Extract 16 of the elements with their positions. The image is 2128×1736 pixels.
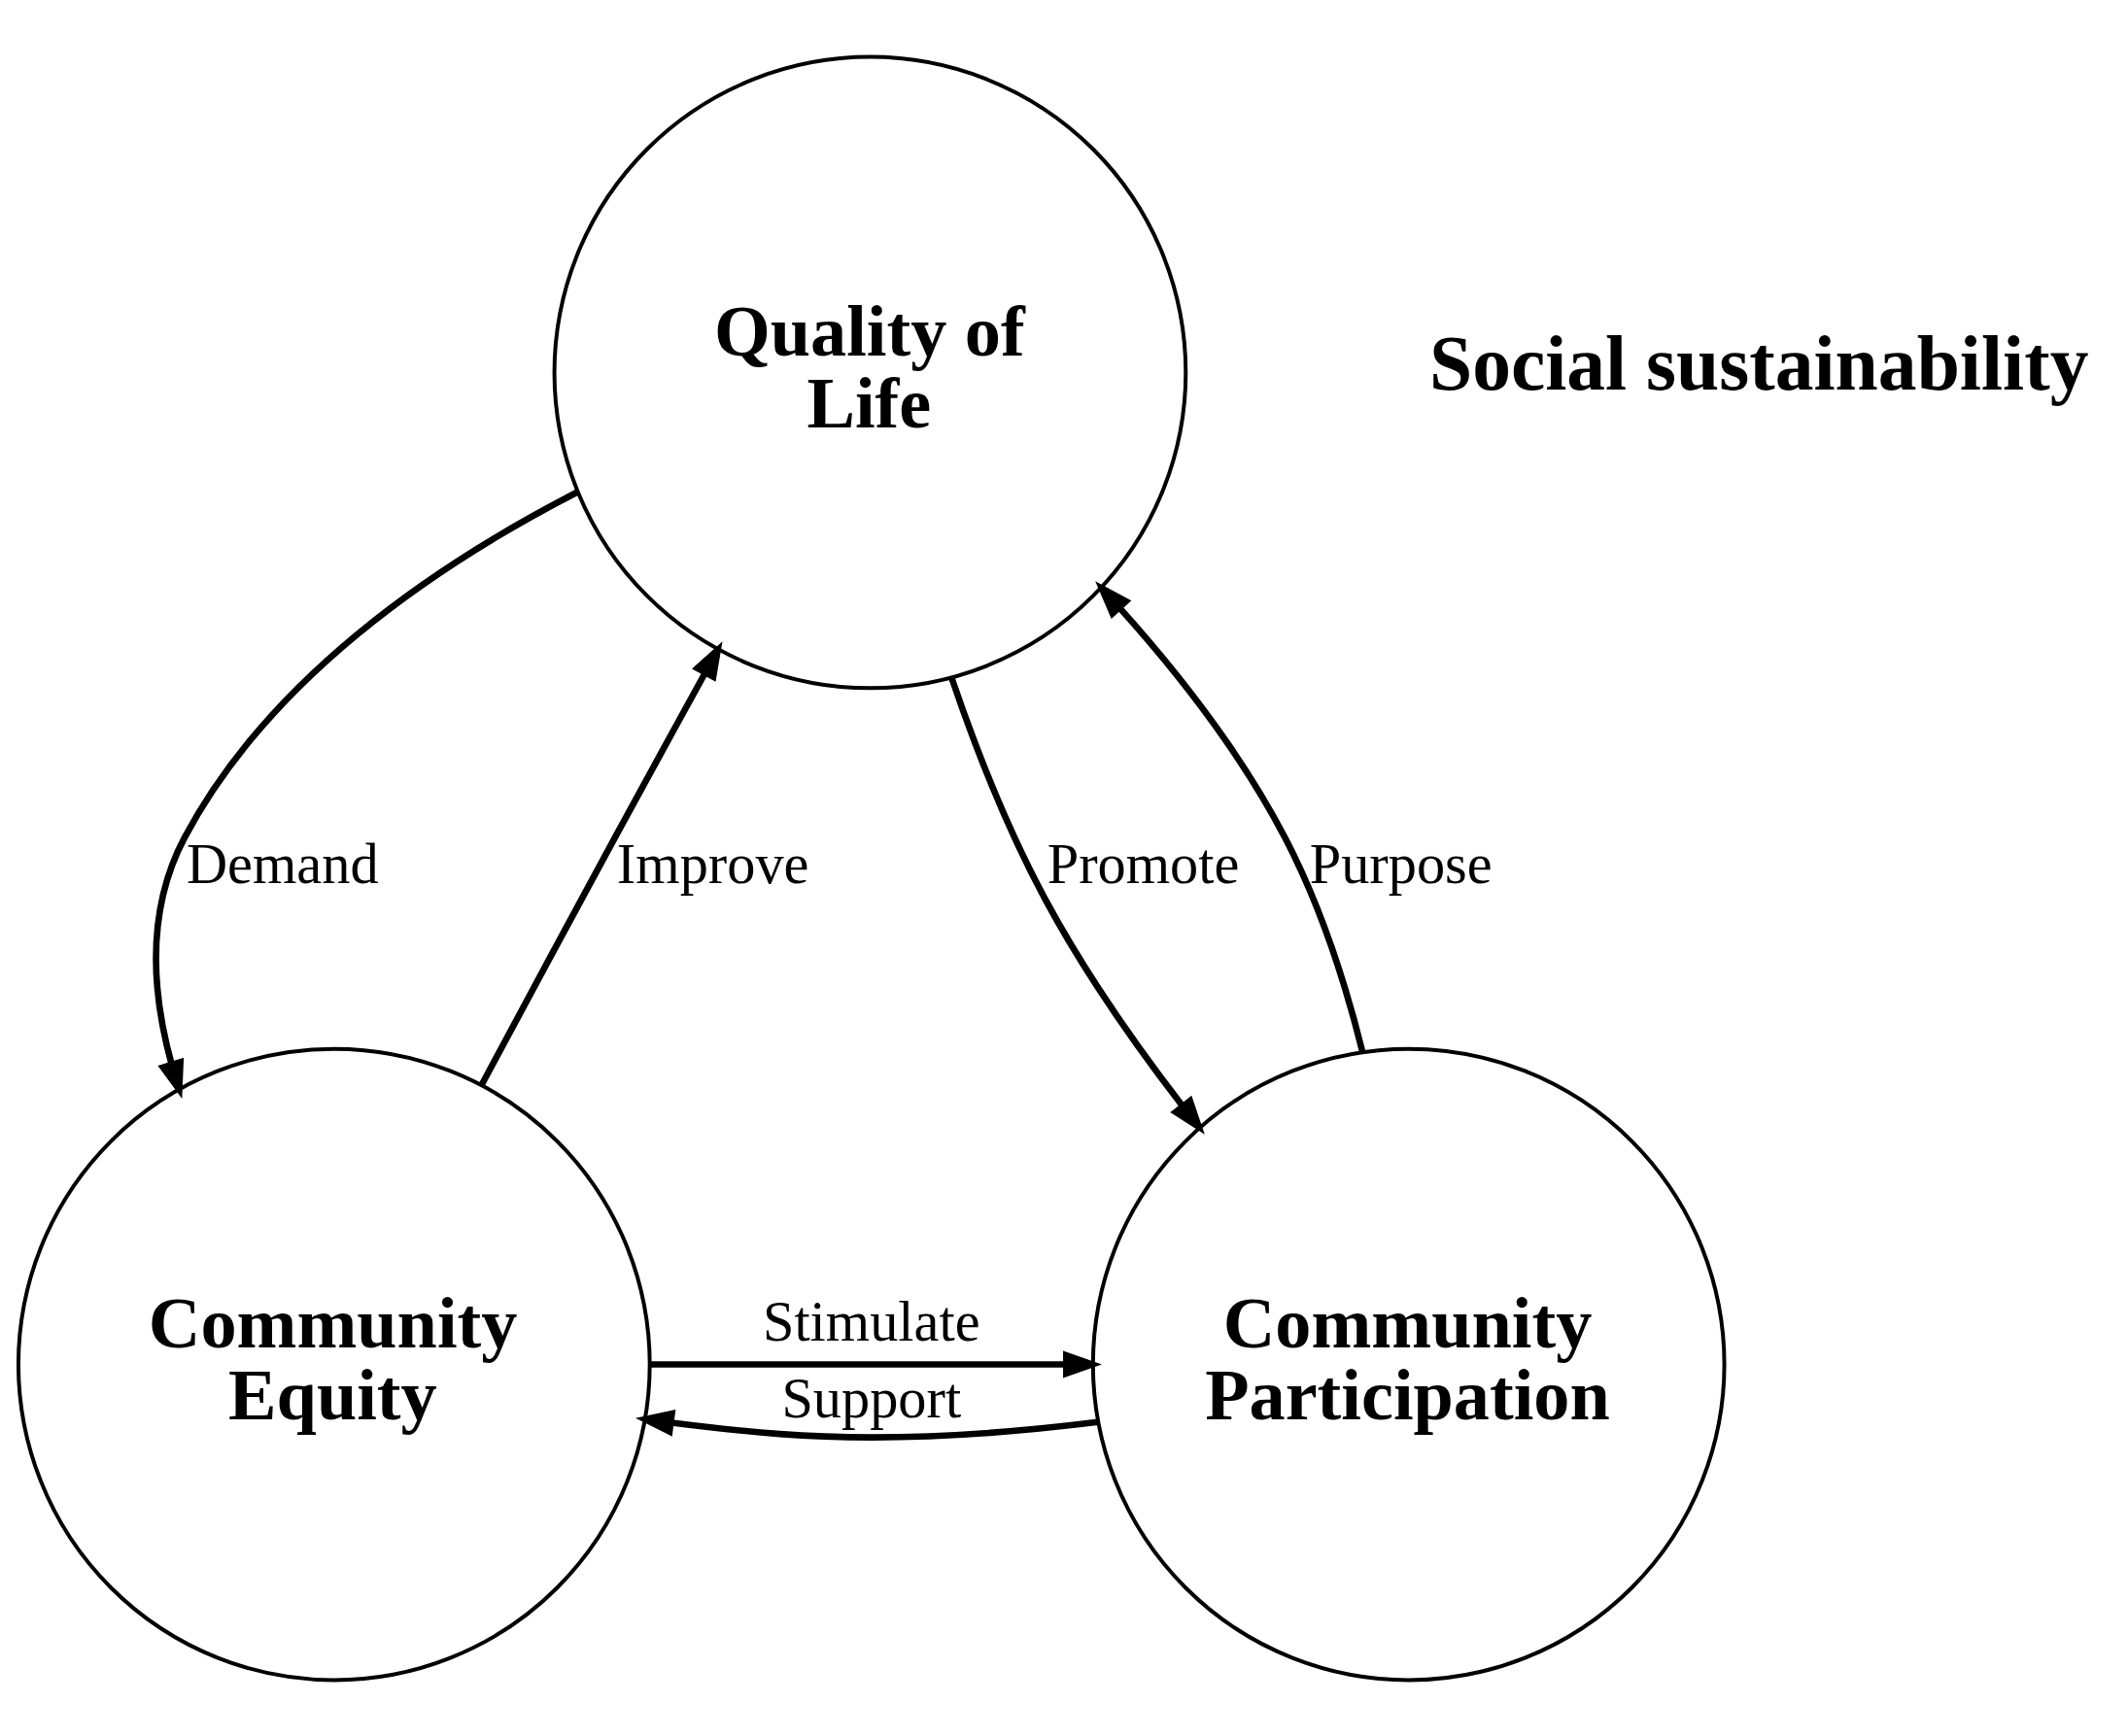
arrow — [1095, 580, 1366, 1053]
arrow — [153, 489, 579, 1099]
edge-label: Improve — [616, 832, 809, 896]
arrow — [649, 1350, 1102, 1378]
edge-label: Support — [781, 1366, 962, 1430]
node-circle: Community Equity — [16, 1046, 652, 1682]
edge-label: Promote — [1047, 832, 1240, 896]
edge-label: Stimulate — [762, 1289, 980, 1353]
label: Social sustainability — [1428, 320, 2089, 406]
arrow — [635, 1409, 1099, 1441]
node-circle: Community Participation — [1090, 1046, 1727, 1682]
edge-label: Demand — [186, 832, 379, 896]
edge-label: Purpose — [1309, 832, 1493, 896]
node-circle: Quality of Life — [552, 54, 1188, 690]
arrow — [478, 640, 723, 1086]
arrow — [948, 676, 1205, 1135]
